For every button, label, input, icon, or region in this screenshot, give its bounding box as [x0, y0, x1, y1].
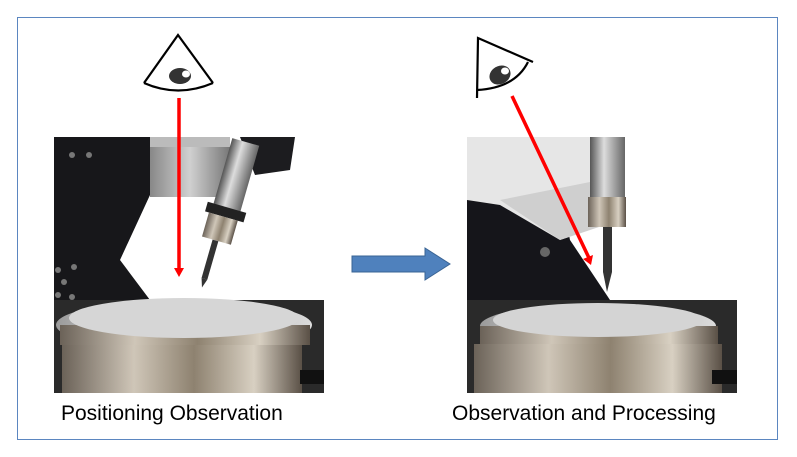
- eye-icon: [475, 36, 534, 99]
- photo-observation-and-processing: [467, 137, 737, 393]
- arrow-right-icon: [351, 247, 451, 281]
- caption-observation-and-processing: Observation and Processing: [452, 402, 716, 425]
- eye-icon: [143, 33, 214, 92]
- sight-line-vertical: [174, 98, 184, 277]
- diagram-frame: [17, 17, 778, 440]
- caption-positioning-observation: Positioning Observation: [61, 402, 283, 425]
- sight-line-oblique: [510, 95, 593, 265]
- photo-positioning-observation: [54, 137, 324, 393]
